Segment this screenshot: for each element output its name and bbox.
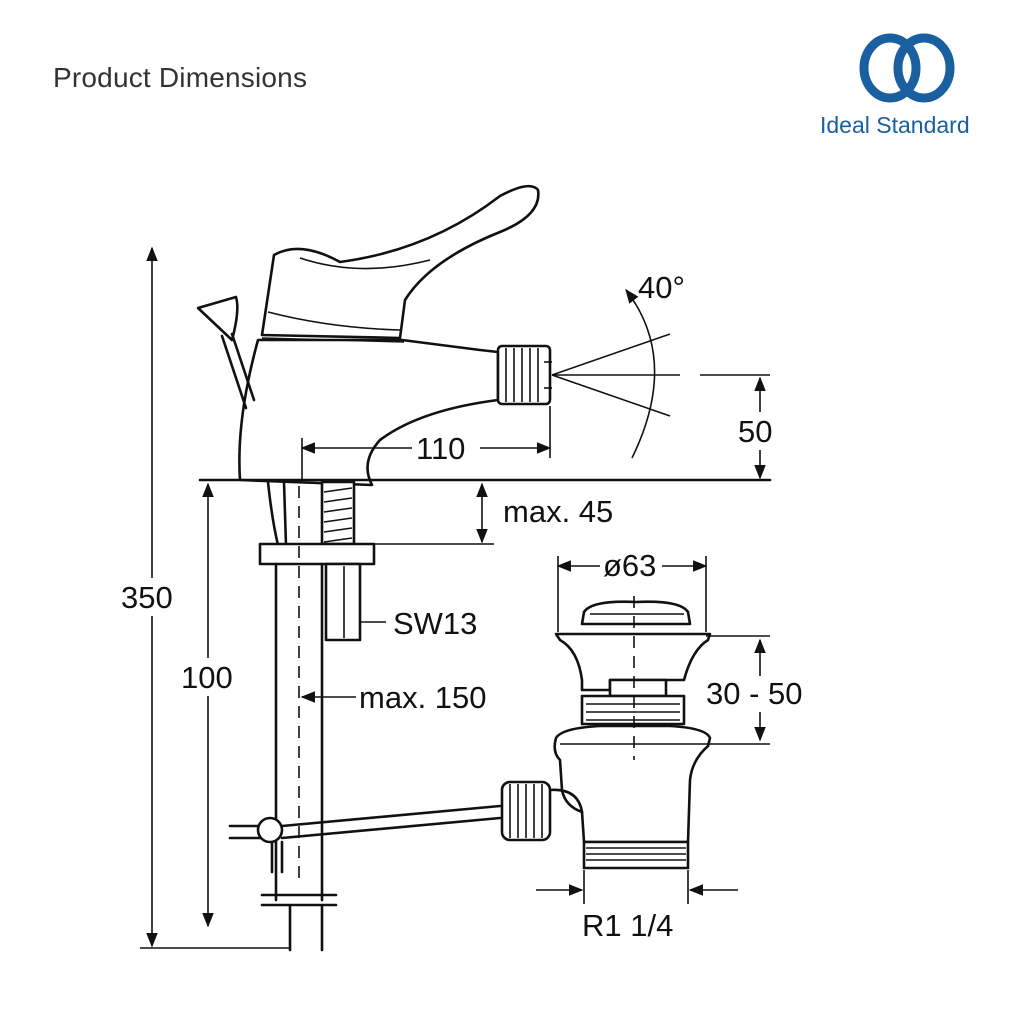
faucet-body [196,184,772,487]
pipe-height-label: 100 [181,660,233,695]
total-height-label: 350 [121,580,173,615]
spout-height-label: 50 [738,414,772,449]
waste-height-label: 30 - 50 [706,676,803,711]
page-title: Product Dimensions [53,62,308,93]
pop-up-waste [500,596,712,870]
spray-angle-label: 40° [638,270,685,305]
nut-size-label: SW13 [393,606,477,641]
interlocking-rings-icon [859,33,955,103]
spout-reach-label: 110 [416,431,465,466]
thread-size-label: R1 1/4 [582,908,673,943]
mounting-assembly [228,480,502,952]
brand-name: Ideal Standard [820,112,970,138]
rod-length-label: max. 150 [359,680,487,715]
waste-diameter-label: ø63 [603,548,656,583]
deck-thickness-label: max. 45 [503,494,613,529]
